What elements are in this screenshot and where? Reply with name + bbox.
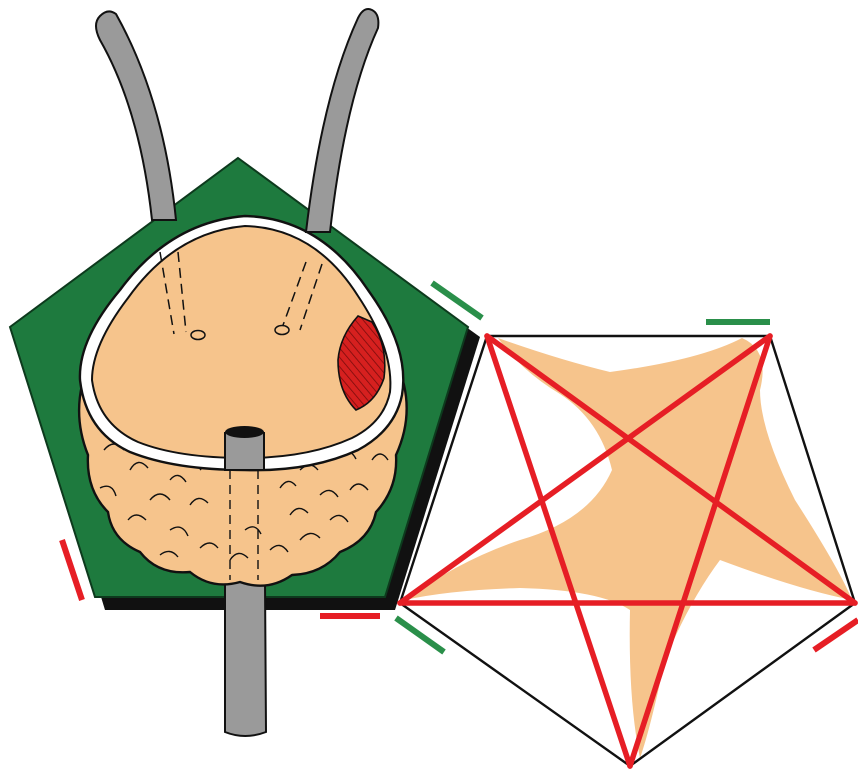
rod-cap: [225, 426, 264, 438]
curved-gray-retractor-icon: [306, 9, 378, 232]
red-edge-marker: [814, 620, 858, 650]
green-edge-marker: [396, 618, 444, 652]
curved-gray-retractor-icon: [96, 11, 176, 220]
right-pentagon-panel: [400, 336, 855, 766]
